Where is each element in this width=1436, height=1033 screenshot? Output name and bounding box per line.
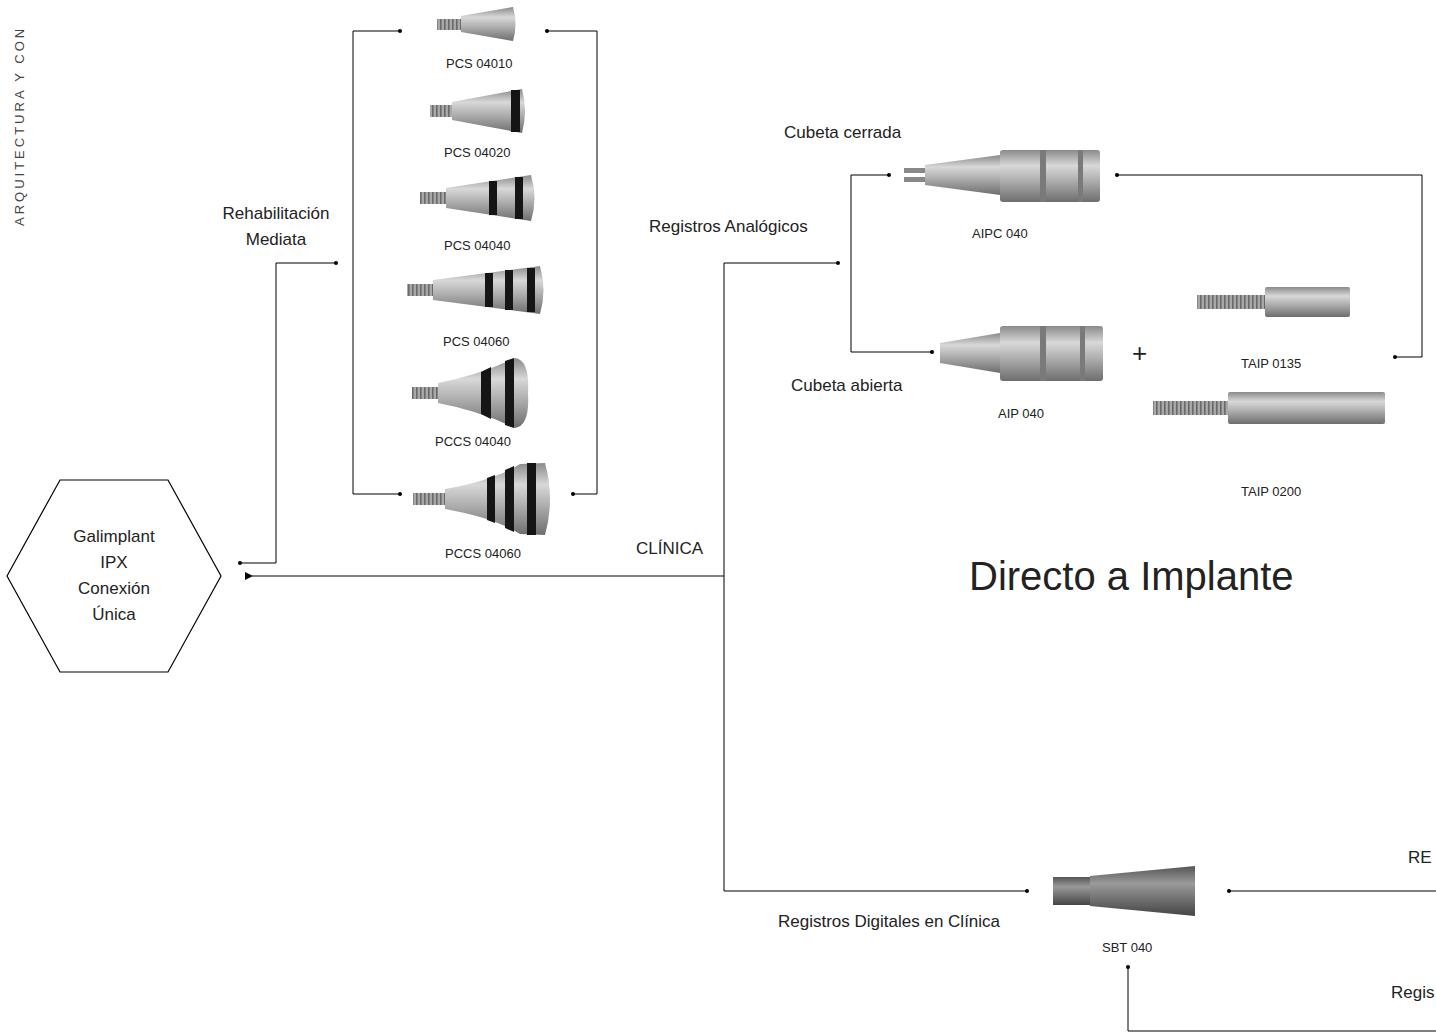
part-code: PCS 04010 bbox=[446, 56, 513, 72]
abutment-illustration bbox=[437, 7, 516, 41]
part-code: TAIP 0200 bbox=[1241, 484, 1301, 500]
category-label: Registros Digitales en Clínica bbox=[778, 912, 1000, 932]
category-label: CLÍNICA bbox=[636, 539, 703, 559]
part-code: AIP 040 bbox=[998, 406, 1044, 422]
hexagon-node: Galimplant IPX Conexión Única bbox=[6, 479, 222, 673]
part-code: TAIP 0135 bbox=[1241, 356, 1301, 372]
category-label: Registros Analógicos bbox=[649, 217, 808, 237]
category-label: Regis bbox=[1391, 983, 1434, 1003]
line-dots bbox=[238, 29, 1397, 969]
plus-sign: + bbox=[1132, 338, 1147, 369]
part-code: PCCS 04060 bbox=[445, 546, 521, 562]
abutment-illustration bbox=[412, 358, 528, 428]
node-text: Galimplant IPX Conexión Única bbox=[64, 524, 164, 628]
part-code: PCS 04040 bbox=[444, 238, 511, 254]
section-title: Directo a Implante bbox=[969, 552, 1294, 600]
scanbody-illustration bbox=[1053, 866, 1195, 916]
abutment-illustration bbox=[420, 175, 535, 221]
abutment-illustration bbox=[413, 463, 550, 535]
category-label: Rehabilitación Mediata bbox=[206, 201, 346, 252]
category-label: RE bbox=[1408, 848, 1432, 868]
abutment-illustration bbox=[430, 89, 525, 133]
part-code: PCCS 04040 bbox=[435, 434, 511, 450]
part-code: PCS 04020 bbox=[444, 145, 511, 161]
screw-illustration bbox=[1153, 392, 1385, 424]
abutment-illustration bbox=[407, 266, 544, 314]
vertical-heading: ARQUITECTURA Y CON bbox=[12, 26, 28, 226]
impression-coping-illustration bbox=[904, 150, 1100, 202]
impression-coping-illustration bbox=[940, 326, 1103, 381]
part-code: PCS 04060 bbox=[443, 334, 510, 350]
category-label: Cubeta abierta bbox=[791, 376, 903, 396]
category-label: Cubeta cerrada bbox=[784, 123, 901, 143]
part-code: AIPC 040 bbox=[972, 226, 1028, 242]
hexagon-outline bbox=[6, 479, 222, 673]
leader-lines bbox=[240, 31, 1436, 1031]
part-code: SBT 040 bbox=[1102, 940, 1152, 956]
screw-illustration bbox=[1197, 287, 1350, 317]
